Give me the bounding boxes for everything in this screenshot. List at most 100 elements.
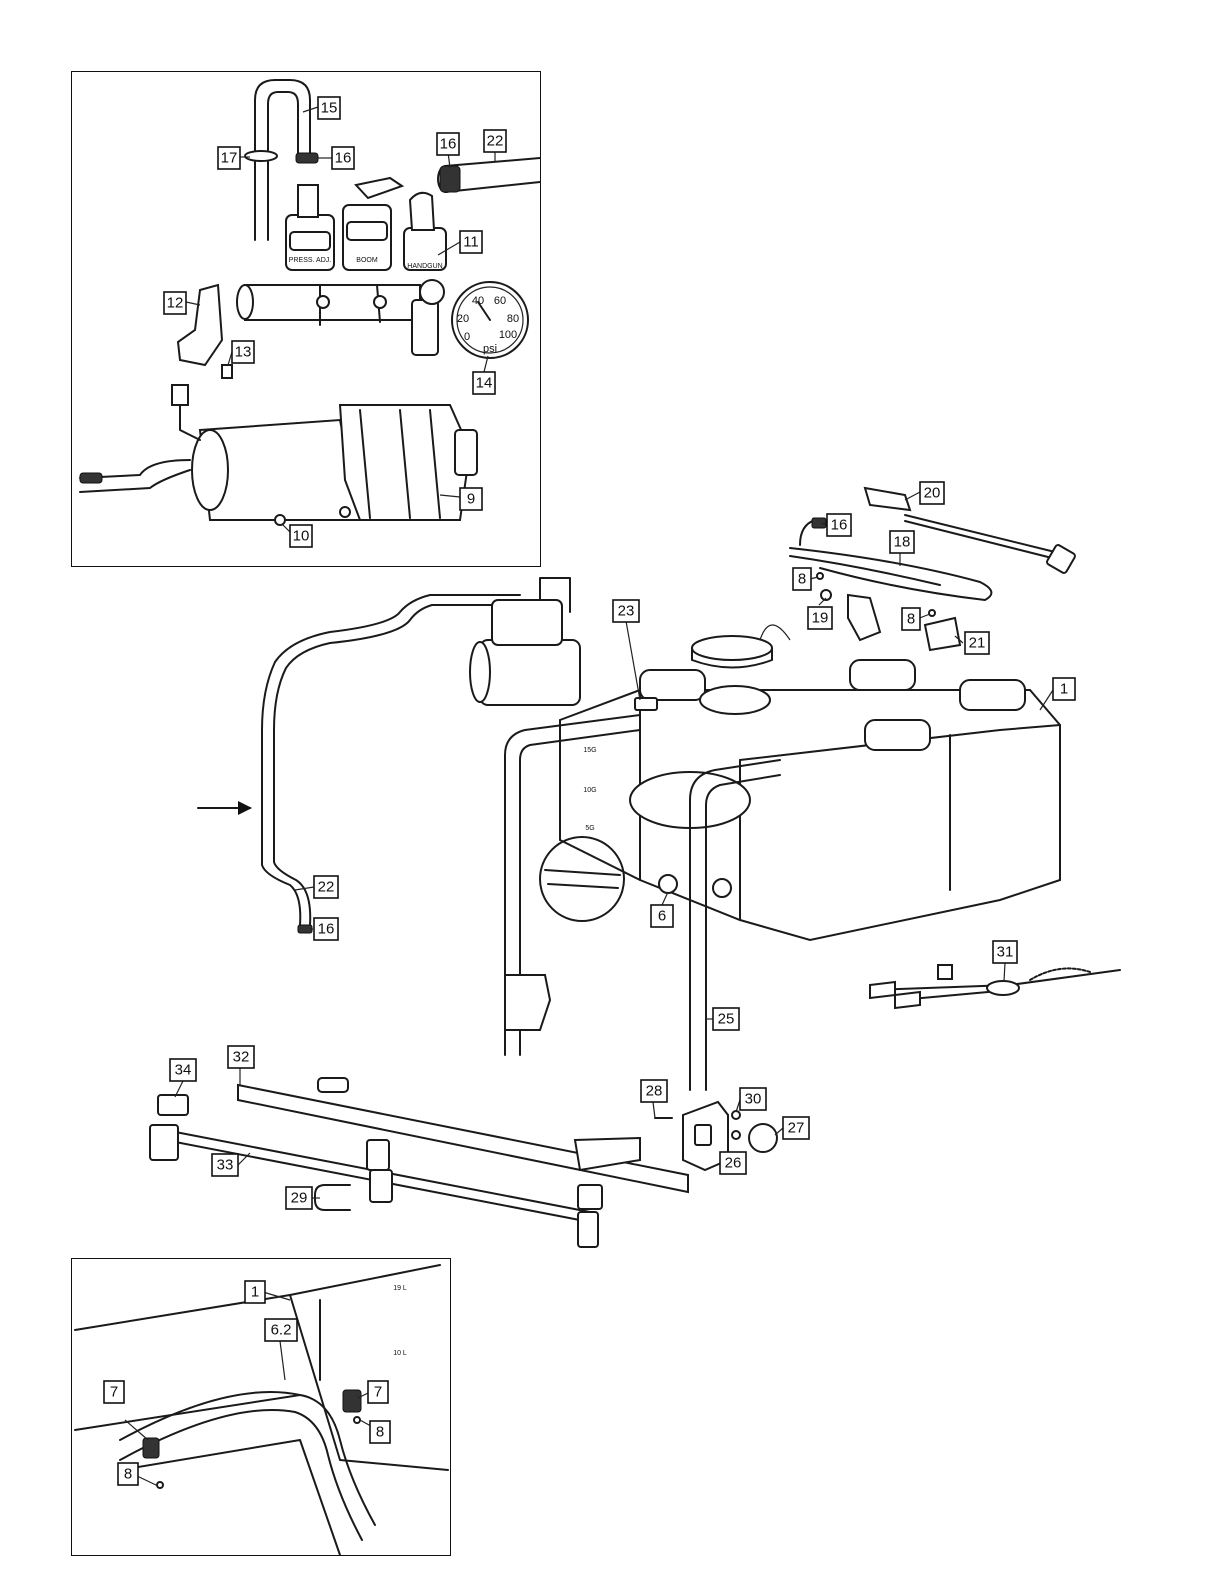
tank-assembly: 15G 10G 5G xyxy=(505,625,1060,1090)
callout-21: 21 xyxy=(965,632,989,654)
svg-text:6.2: 6.2 xyxy=(271,1322,292,1339)
svg-text:22: 22 xyxy=(318,879,335,896)
callout-26: 26 xyxy=(720,1152,746,1174)
gauge-unit: psi xyxy=(483,343,497,355)
svg-text:18: 18 xyxy=(894,534,911,551)
callout-34: 34 xyxy=(170,1059,196,1081)
callout-6-2: 6.2 xyxy=(265,1319,297,1341)
svg-text:16: 16 xyxy=(831,517,848,534)
callout-20: 20 xyxy=(920,482,944,504)
callout-8: 8 xyxy=(370,1421,390,1443)
callout-14: 14 xyxy=(473,372,495,394)
svg-text:16: 16 xyxy=(335,150,352,167)
tank-mark-10l: 10 L xyxy=(393,1350,407,1357)
svg-text:6: 6 xyxy=(658,908,666,925)
callout-23: 23 xyxy=(613,600,639,622)
svg-text:16: 16 xyxy=(318,921,335,938)
callout-29: 29 xyxy=(286,1187,312,1209)
callout-22: 22 xyxy=(484,130,506,152)
callout-8: 8 xyxy=(902,608,920,630)
tank-mark-10g: 10G xyxy=(583,787,596,794)
svg-text:8: 8 xyxy=(907,611,915,628)
mount-bracket xyxy=(655,1102,777,1170)
svg-text:27: 27 xyxy=(788,1120,805,1137)
callout-31: 31 xyxy=(993,941,1017,963)
svg-text:8: 8 xyxy=(124,1466,132,1483)
callout-32: 32 xyxy=(228,1046,254,1068)
callout-22: 22 xyxy=(314,876,338,898)
tank-mark-5g: 5G xyxy=(585,825,594,832)
gauge-tick-80: 80 xyxy=(507,313,519,325)
svg-text:16: 16 xyxy=(440,136,457,153)
callout-12: 12 xyxy=(164,292,186,314)
svg-text:1: 1 xyxy=(1060,681,1068,698)
svg-text:12: 12 xyxy=(167,295,184,312)
svg-text:13: 13 xyxy=(235,344,252,361)
gauge-tick-40: 40 xyxy=(472,295,484,307)
callout-1: 1 xyxy=(245,1281,265,1303)
svg-text:15: 15 xyxy=(321,100,338,117)
callout-27: 27 xyxy=(783,1117,809,1139)
battery-cable xyxy=(870,965,1120,1008)
svg-text:21: 21 xyxy=(969,635,986,652)
pump-on-tank xyxy=(470,578,580,705)
valve-label-boom: BOOM xyxy=(356,257,378,264)
top-panel-drawing: PRESS. ADJ. BOOM HANDGUN 0 20 40 60 xyxy=(80,80,540,525)
svg-text:9: 9 xyxy=(467,491,475,508)
callout-28: 28 xyxy=(641,1080,667,1102)
svg-text:22: 22 xyxy=(487,133,504,150)
svg-text:23: 23 xyxy=(618,603,635,620)
svg-text:8: 8 xyxy=(798,571,806,588)
tank-mark-15g: 15G xyxy=(583,747,596,754)
svg-text:34: 34 xyxy=(175,1062,192,1079)
callout-13: 13 xyxy=(232,341,254,363)
callout-25: 25 xyxy=(713,1008,739,1030)
callout-1: 1 xyxy=(1053,678,1075,700)
svg-text:20: 20 xyxy=(924,485,941,502)
svg-text:19: 19 xyxy=(812,610,829,627)
tank-mark-19l: 19 L xyxy=(393,1285,407,1292)
svg-text:28: 28 xyxy=(646,1083,663,1100)
callout-10: 10 xyxy=(290,525,312,547)
svg-text:1: 1 xyxy=(251,1284,259,1301)
callout-8: 8 xyxy=(793,568,811,590)
arrow-right-icon xyxy=(198,801,252,815)
callout-16: 16 xyxy=(332,147,354,169)
svg-text:8: 8 xyxy=(376,1424,384,1441)
svg-text:31: 31 xyxy=(997,944,1014,961)
svg-text:11: 11 xyxy=(463,234,479,251)
pressure-gauge: 0 20 40 60 80 100 psi xyxy=(452,282,528,358)
svg-text:17: 17 xyxy=(221,150,238,167)
callout-9: 9 xyxy=(460,488,482,510)
callout-6: 6 xyxy=(651,905,673,927)
callout-8: 8 xyxy=(118,1463,138,1485)
callout-16: 16 xyxy=(827,514,851,536)
callout-11: 11 xyxy=(460,231,482,253)
callout-15: 15 xyxy=(318,97,340,119)
svg-text:14: 14 xyxy=(476,375,493,392)
valve-handgun: HANDGUN xyxy=(404,193,446,270)
callout-18: 18 xyxy=(890,531,914,553)
callout-33: 33 xyxy=(212,1154,238,1176)
callout-16: 16 xyxy=(314,918,338,940)
callout-16: 16 xyxy=(437,133,459,155)
pump-assembly xyxy=(80,385,477,520)
svg-text:25: 25 xyxy=(718,1011,735,1028)
valve-label-handgun: HANDGUN xyxy=(407,263,442,270)
bottom-panel-drawing: 19 L 10 L xyxy=(75,1265,448,1555)
callout-7: 7 xyxy=(368,1381,388,1403)
svg-text:10: 10 xyxy=(293,528,310,545)
callout-30: 30 xyxy=(740,1088,766,1110)
gauge-tick-100: 100 xyxy=(499,329,517,341)
svg-text:29: 29 xyxy=(291,1190,308,1207)
svg-text:7: 7 xyxy=(110,1384,118,1401)
svg-text:33: 33 xyxy=(217,1157,234,1174)
gauge-tick-0: 0 xyxy=(464,331,470,343)
callout-19: 19 xyxy=(808,607,832,629)
svg-text:32: 32 xyxy=(233,1049,250,1066)
gauge-tick-60: 60 xyxy=(494,295,506,307)
gauge-tick-20: 20 xyxy=(457,313,469,325)
svg-text:7: 7 xyxy=(374,1384,382,1401)
svg-text:30: 30 xyxy=(745,1091,762,1108)
